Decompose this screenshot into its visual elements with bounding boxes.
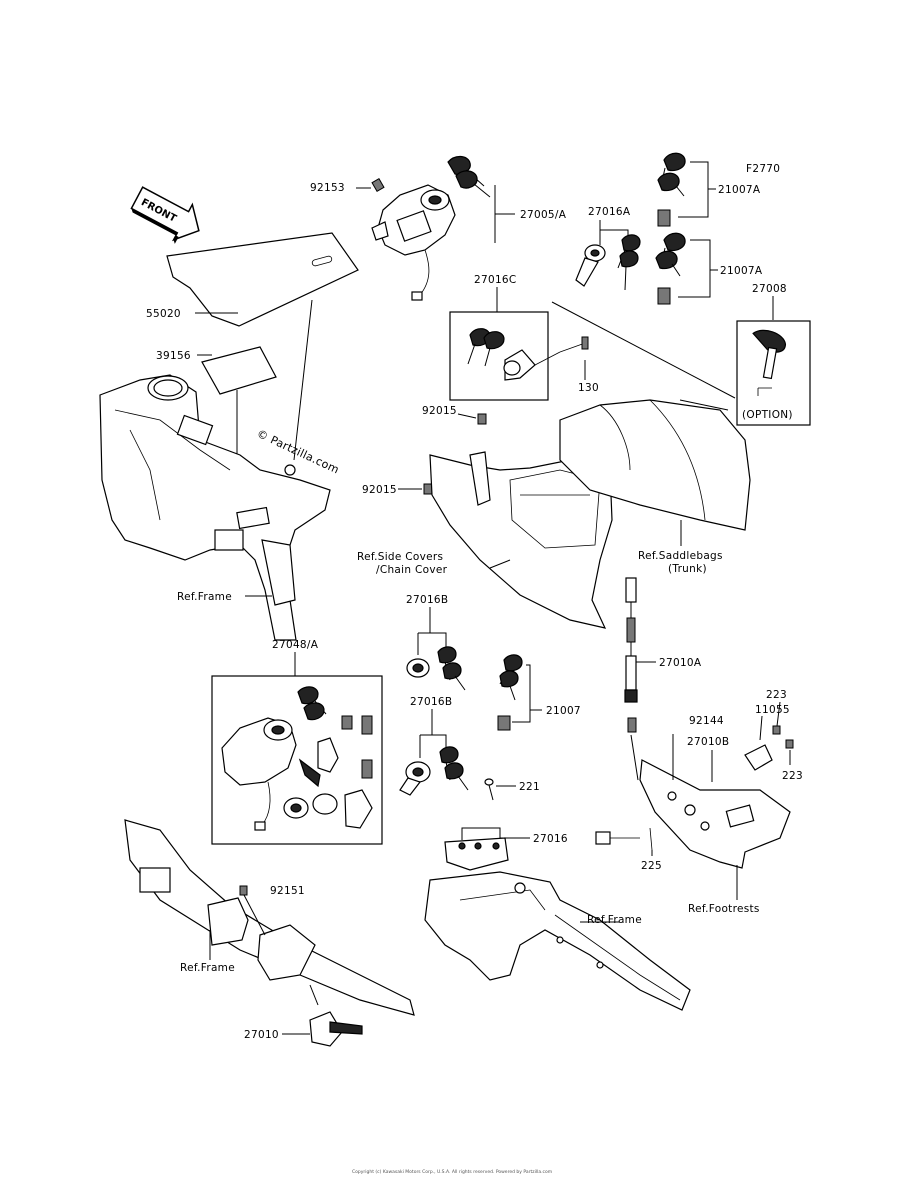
label-ref-saddlebags: Ref.Saddlebags [638, 550, 723, 562]
label-221: 221 [519, 781, 540, 793]
keys-27005 [447, 155, 491, 198]
label-225: 225 [641, 860, 662, 872]
clip-92015-2 [423, 483, 433, 495]
lock-27016b-2 [399, 746, 469, 796]
saddlebag-trunk [559, 399, 751, 531]
label-21007: 21007 [546, 705, 581, 717]
label-ref-side-covers: Ref.Side Covers [357, 551, 443, 563]
sheet-39156 [201, 346, 277, 395]
ignition-set-27048a-box [211, 675, 383, 845]
lock-27016 [444, 837, 509, 871]
ignition-set-27048a [221, 686, 373, 831]
label-ref-chain-cover: /Chain Cover [376, 564, 448, 576]
screw-221 [484, 778, 494, 801]
switch-27010a [624, 577, 638, 733]
label-223-2: 223 [782, 770, 803, 782]
label-ref-frame-1: Ref.Frame [177, 591, 232, 603]
ignition-switch-assembly [371, 184, 456, 301]
label-27016: 27016 [533, 833, 568, 845]
label-27048a: 27048/A [272, 639, 319, 651]
bracket-21007a-2 [678, 239, 711, 298]
option-key-icon [752, 329, 787, 396]
footer-copyright: Copyright (c) Kawasaki Motors Corp., U.S… [352, 1169, 552, 1175]
frame-lower-left [124, 819, 415, 1016]
label-21007a-1: 21007A [718, 184, 761, 196]
keys-21007a-bottom [655, 232, 686, 305]
label-92151: 92151 [270, 885, 305, 897]
label-ref-frame-2: Ref.Frame [587, 914, 642, 926]
label-ref-frame-3: Ref.Frame [180, 962, 235, 974]
label-27016c: 27016C [474, 274, 517, 286]
lock-27016c-box [449, 311, 549, 401]
lock-27016c [467, 328, 589, 381]
rear-frame-section [424, 871, 691, 1011]
leader-saddlebag-1 [551, 301, 736, 399]
label-ref-trunk: (Trunk) [668, 563, 707, 575]
screw-92151 [239, 885, 266, 936]
label-130: 130 [578, 382, 599, 394]
label-27010b: 27010B [687, 736, 729, 748]
sheet-55020 [166, 232, 359, 327]
label-92153: 92153 [310, 182, 345, 194]
front-arrow-icon: FRONT [130, 186, 200, 244]
leader-27016a [599, 220, 629, 240]
label-27016b-2: 27016B [410, 696, 452, 708]
bracket-21007a-1 [678, 161, 709, 218]
label-21007a-2: 21007A [720, 265, 763, 277]
clip-92015-1 [477, 413, 487, 425]
footrest-bracket [595, 744, 791, 869]
leader-27016b-1 [429, 607, 447, 647]
figure-code: F2770 [746, 163, 780, 175]
keys-21007 [497, 654, 523, 731]
side-cover-chain-cover [429, 451, 613, 629]
label-27016a: 27016A [588, 206, 631, 218]
label-27005a: 27005/A [520, 209, 567, 221]
frame-front-section [99, 374, 331, 641]
label-27008: 27008 [752, 283, 787, 295]
option-label: (OPTION) [742, 409, 793, 421]
lock-27016a [575, 234, 641, 291]
label-92015-2: 92015 [362, 484, 397, 496]
label-11055: 11055 [755, 704, 790, 716]
label-55020: 55020 [146, 308, 181, 320]
label-27016b-1: 27016B [406, 594, 448, 606]
label-27010: 27010 [244, 1029, 279, 1041]
screw-92153 [356, 177, 385, 193]
watermark: © Partzilla.com [255, 427, 342, 477]
label-ref-footrests: Ref.Footrests [688, 903, 760, 915]
label-92144: 92144 [689, 715, 724, 727]
leader-27010a-wire [630, 734, 639, 781]
lock-27016b-1 [406, 646, 466, 691]
label-27010a: 27010A [659, 657, 702, 669]
keys-21007a-top [657, 152, 686, 227]
switch-27010 [309, 984, 363, 1047]
label-92015-1: 92015 [422, 405, 457, 417]
label-39156: 39156 [156, 350, 191, 362]
label-223-1: 223 [766, 689, 787, 701]
